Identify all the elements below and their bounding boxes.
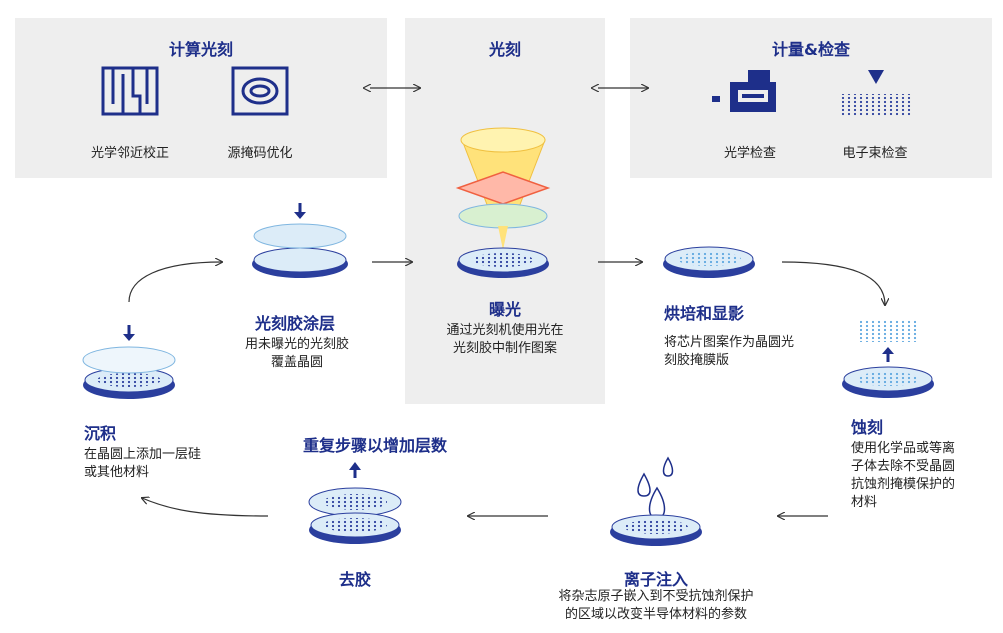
optical-proximity-correction-icon [101, 66, 159, 116]
lithography-title: 光刻 [488, 40, 521, 59]
ion-implantation-title: 离子注入 [623, 570, 688, 589]
optical-inspection-icon [712, 70, 776, 112]
computational-lithography-title: 计算光刻 [168, 40, 233, 59]
deposition-title: 沉积 [84, 424, 117, 443]
exposure-icon [455, 127, 551, 278]
ion-implantation-desc: 将杂志原子嵌入到不受抗蚀剂保护 的区域以改变半导体材料的参数 [558, 589, 754, 622]
arrow-strip-to-deposition [142, 498, 269, 517]
ebeam-inspection-label: 电子束检查 [842, 146, 908, 161]
optical-inspection-label: 光学检查 [723, 146, 776, 161]
bake-develop-wafer-icon [663, 246, 755, 278]
photoresist-coating-title: 光刻胶涂层 [255, 314, 336, 333]
metrology-panel: 计量&检查 [630, 18, 992, 178]
etch-desc: 使用化学品或等离 子体去除不受晶圆 抗蚀剂掩模保护的 材料 [851, 441, 956, 510]
bake-develop-title: 烘培和显影 [664, 304, 745, 323]
metrology-title: 计量&检查 [772, 40, 850, 59]
etch-title: 蚀刻 [851, 418, 884, 437]
arrow-bake-to-etch [781, 261, 885, 305]
exposure-desc: 通过光刻机使用光在 光刻胶中制作图案 [446, 323, 564, 356]
deposition-desc: 在晶圆上添加一层硅 或其他材料 [84, 447, 202, 480]
strip-title: 去胶 [338, 570, 371, 589]
exposure-title: 曝光 [488, 300, 521, 319]
computational-lithography-panel: 计算光刻 [15, 18, 387, 178]
arrow-deposition-to-coating [128, 262, 222, 303]
etch-wafer-icon [842, 320, 934, 398]
bake-develop-desc: 将芯片图案作为晶圆光 刻胶掩膜版 [664, 335, 795, 368]
source-mask-optimization-icon [231, 66, 289, 116]
photoresist-coating-wafer-icon [252, 203, 348, 278]
electron-beam-inspection-icon [841, 70, 911, 116]
opc-label: 光学邻近校正 [90, 146, 169, 161]
repeat-steps-title: 重复步骤以增加层数 [303, 436, 448, 455]
photoresist-coating-desc: 用未曝光的光刻胶 覆盖晶圆 [245, 337, 350, 370]
ion-implantation-wafer-icon [610, 456, 702, 546]
smo-label: 源掩码优化 [227, 146, 293, 161]
deposition-wafer-icon [82, 325, 176, 399]
strip-wafer-icon [308, 462, 402, 544]
